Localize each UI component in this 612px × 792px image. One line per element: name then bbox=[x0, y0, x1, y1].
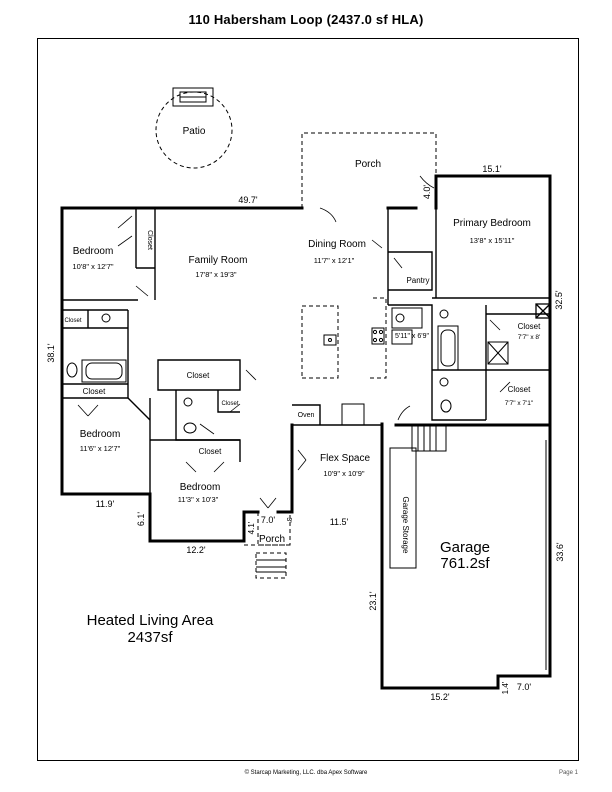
flex-space-label: Flex Space bbox=[320, 453, 370, 464]
pantry-label: Pantry bbox=[406, 276, 429, 285]
dim-porch-depth: 4.1' bbox=[247, 521, 256, 534]
bedroom-3-label: Bedroom bbox=[180, 482, 221, 493]
fridge-outline bbox=[341, 403, 365, 426]
bedroom-3-dims: 11'3" x 10'3" bbox=[178, 495, 219, 504]
flex-space-dims: 10'9" x 10'9" bbox=[323, 469, 364, 478]
closet-primary-2-dims: 7'7" x 7'1" bbox=[505, 400, 534, 407]
dim-right-primary: 32.5' bbox=[554, 290, 564, 310]
closet-bath-label: Closet bbox=[64, 318, 81, 324]
closet-primary-1-dims: 7'7" x 8' bbox=[518, 334, 541, 341]
bedroom-2-dims: 11'6" x 12'7" bbox=[80, 444, 121, 453]
closet-bed3-label: Closet bbox=[199, 447, 222, 456]
dim-bottom-bed2: 11.9' bbox=[96, 499, 115, 509]
dim-garage-bottom: 15.2' bbox=[430, 692, 450, 702]
closet-primary-1-label: Closet bbox=[518, 322, 541, 331]
heated-area-summary: Heated Living Area 2437sf bbox=[70, 612, 230, 646]
laundry-dims: 5'11" x 6'9" bbox=[395, 333, 429, 340]
toilet-icon bbox=[66, 362, 78, 378]
garage-label: Garage bbox=[439, 539, 491, 556]
plan-title: 110 Habersham Loop (2437.0 sf HLA) bbox=[188, 12, 424, 27]
closet-small-label: Closet bbox=[221, 401, 238, 407]
water-heater-icon bbox=[535, 303, 551, 319]
closet-hall-label: Closet bbox=[187, 371, 210, 380]
bedroom-1-label: Bedroom bbox=[73, 246, 114, 257]
primary-bedroom-label: Primary Bedroom bbox=[453, 218, 531, 229]
garage-storage-outline bbox=[389, 447, 417, 569]
range-icon bbox=[371, 327, 385, 345]
garage-steps bbox=[411, 424, 447, 452]
closet-bed2-label: Closet bbox=[83, 387, 106, 396]
dim-garage-step: 1.4' bbox=[501, 681, 510, 694]
dim-left-main: 38.1' bbox=[46, 343, 56, 363]
bedroom-2-label: Bedroom bbox=[80, 429, 121, 440]
toilet-icon-2 bbox=[183, 422, 197, 434]
sink-icon bbox=[101, 313, 111, 323]
porch-rear-label: Porch bbox=[355, 159, 381, 170]
laundry-sink-outline bbox=[391, 307, 423, 329]
page-frame bbox=[37, 38, 579, 761]
dim-garage-left: 23.1' bbox=[368, 591, 378, 611]
dining-room-dims: 11'7" x 12'1" bbox=[314, 256, 355, 265]
fixtures bbox=[66, 309, 452, 434]
primary-tub-icon bbox=[437, 325, 459, 371]
dim-garage-right: 33.6' bbox=[555, 542, 565, 562]
oven-label: Oven bbox=[298, 412, 315, 419]
sink-icon-3 bbox=[439, 309, 449, 319]
garage-area-label: Garage 761.2sf bbox=[405, 540, 525, 572]
dim-top-main: 49.7' bbox=[238, 195, 258, 205]
family-room-label: Family Room bbox=[189, 255, 248, 266]
grill-icon bbox=[172, 87, 214, 107]
garage-storage-label: Garage Storage bbox=[401, 497, 410, 554]
patio-label: Patio bbox=[183, 126, 206, 137]
heated-area-value: 2437sf bbox=[127, 629, 173, 646]
dining-room-label: Dining Room bbox=[308, 239, 366, 250]
sink-icon-4 bbox=[439, 377, 449, 387]
dim-garage-bottom-right: 7.0' bbox=[517, 682, 532, 692]
porch-steps bbox=[256, 559, 286, 573]
dim-flex-bottom: 11.5' bbox=[330, 517, 349, 527]
primary-bedroom-dims: 13'8" x 15'11" bbox=[470, 236, 515, 245]
toilet-icon-3 bbox=[440, 399, 452, 413]
bathtub-icon bbox=[81, 359, 127, 383]
interior-walls bbox=[62, 208, 550, 494]
garage-area: 761.2sf bbox=[440, 555, 490, 572]
porch-front-label: Porch bbox=[259, 534, 285, 545]
dim-bottom-bed3: 12.2' bbox=[186, 545, 206, 555]
heated-area-label: Heated Living Area bbox=[86, 612, 214, 629]
shower-icon bbox=[487, 341, 509, 365]
copyright-footer: © Starcap Marketing, LLC. dba Apex Softw… bbox=[244, 770, 368, 776]
family-room-dims: 17'8" x 19'3" bbox=[195, 270, 236, 279]
bedroom-1-dims: 10'8" x 12'7" bbox=[72, 262, 113, 271]
sink-icon-2 bbox=[183, 397, 193, 407]
door-swings bbox=[77, 175, 511, 509]
dim-porch-width: 7.0' bbox=[261, 515, 276, 525]
page-number: Page 1 bbox=[558, 770, 578, 776]
dim-porch-small: 3' bbox=[285, 517, 292, 522]
sink-icon-5 bbox=[395, 313, 405, 323]
dim-top-primary: 15.1' bbox=[482, 164, 502, 174]
washer-outline bbox=[391, 329, 413, 345]
dashed-outlines bbox=[61, 132, 437, 579]
dim-porch-offset: 4.0' bbox=[422, 185, 432, 200]
closet-bed1-label: Closet bbox=[146, 230, 153, 250]
island-sink-icon bbox=[323, 334, 337, 346]
closet-primary-2-label: Closet bbox=[508, 385, 531, 394]
dim-left-step: 6.1' bbox=[136, 512, 146, 527]
